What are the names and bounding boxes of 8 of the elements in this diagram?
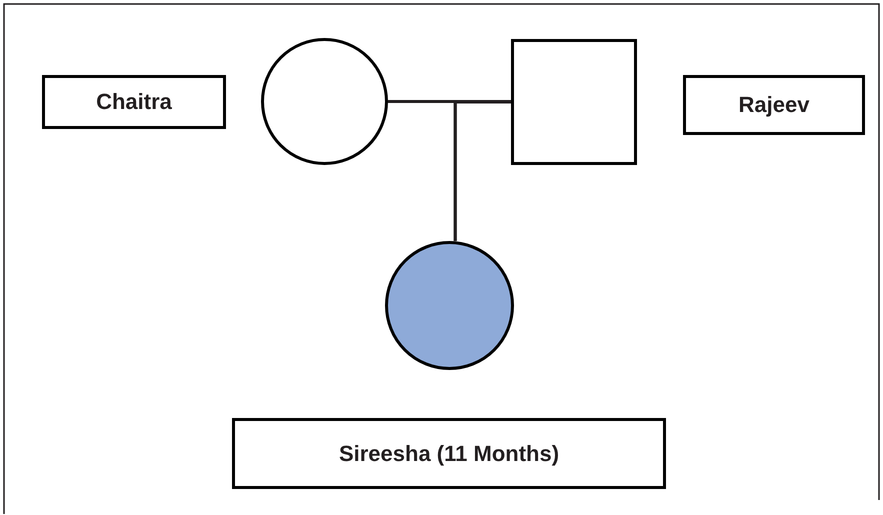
pedigree-line: [454, 100, 511, 241]
male-symbol: [511, 39, 637, 165]
name-box: [232, 418, 666, 489]
name-box: [683, 75, 865, 135]
person-name: Rajeev: [738, 92, 810, 118]
person-name: Chaitra: [96, 89, 172, 115]
person-name: Sireesha (11 Months): [338, 440, 560, 466]
name-box: [42, 75, 226, 129]
